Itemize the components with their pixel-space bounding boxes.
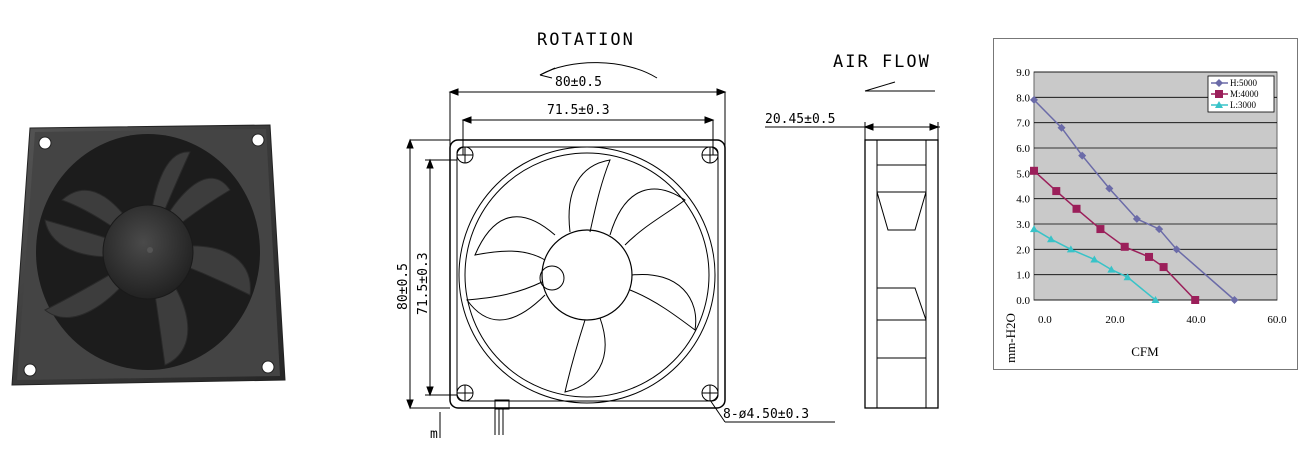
dim-overall-width: 80±0.5: [555, 75, 602, 90]
data-point: [1172, 245, 1181, 254]
data-point: [1072, 204, 1081, 213]
x-tick-label: 60.0: [1267, 314, 1287, 326]
data-point: [1120, 242, 1129, 251]
data-point: [1132, 214, 1141, 223]
data-point: [1057, 123, 1066, 132]
data-point: [1096, 225, 1105, 234]
y-tick-label: 9.0: [1016, 67, 1030, 79]
dim-depth: 20.45±0.5: [765, 112, 835, 127]
data-point: [1215, 101, 1223, 108]
y-tick-label: 4.0: [1016, 194, 1030, 206]
x-tick-label: 20.0: [1105, 314, 1125, 326]
y-tick-label: 0.0: [1016, 295, 1030, 307]
x-tick-label: 40.0: [1186, 314, 1206, 326]
data-point: [1105, 184, 1114, 193]
data-point: [1107, 265, 1116, 273]
y-tick-label: 6.0: [1016, 143, 1030, 155]
performance-chart: 0.0 1.0 2.0 3.0 4.0 5.0 6.0 7.0 8.0 9.0 0.0 20.0 40…: [993, 38, 1298, 370]
rotation-label: ROTATION: [537, 30, 635, 50]
dim-inner-width: 71.5±0.3: [547, 103, 610, 118]
data-point: [1215, 90, 1223, 98]
fan-photo: [0, 80, 300, 410]
data-point: [1215, 79, 1223, 87]
legend-label: M:4000: [1230, 89, 1259, 99]
dim-holes: 8-ø4.50±0.3: [723, 407, 809, 422]
dim-inner-height: 71.5±0.3: [416, 252, 431, 315]
y-tick-label: 8.0: [1016, 92, 1030, 104]
technical-drawing: ROTATION AIR FLOW 80±0.5 71.5±0.3 80±0.5…: [395, 20, 995, 450]
data-point: [1230, 296, 1239, 304]
series-line: [1033, 99, 1235, 301]
data-point: [1090, 255, 1099, 263]
dim-overall-height: 80±0.5: [396, 263, 411, 310]
data-point: [1052, 187, 1061, 196]
y-axis-label: mm-H2O: [1003, 313, 1018, 363]
data-point: [1047, 235, 1056, 243]
legend-label: H:5000: [1230, 78, 1258, 88]
data-point: [1123, 273, 1132, 281]
y-tick-label: 7.0: [1016, 118, 1030, 130]
data-point: [1066, 245, 1075, 253]
data-point: [1151, 296, 1160, 303]
data-point: [1030, 95, 1038, 104]
data-point: [1145, 252, 1154, 261]
data-point: [1191, 296, 1200, 304]
data-point: [1078, 151, 1087, 160]
data-point: [1030, 166, 1038, 175]
y-tick-label: 3.0: [1016, 219, 1030, 231]
x-axis-label: CFM: [1131, 344, 1159, 359]
airflow-label: AIR FLOW: [833, 52, 931, 72]
lead-mark: m: [430, 427, 438, 442]
data-point: [1030, 225, 1038, 233]
y-tick-label: 1.0: [1016, 270, 1030, 282]
x-tick-label: 0.0: [1038, 314, 1052, 326]
legend-label: L:3000: [1230, 100, 1256, 110]
y-tick-label: 5.0: [1016, 168, 1030, 180]
data-point: [1159, 263, 1168, 272]
y-tick-label: 2.0: [1016, 244, 1030, 256]
data-point: [1155, 225, 1164, 234]
